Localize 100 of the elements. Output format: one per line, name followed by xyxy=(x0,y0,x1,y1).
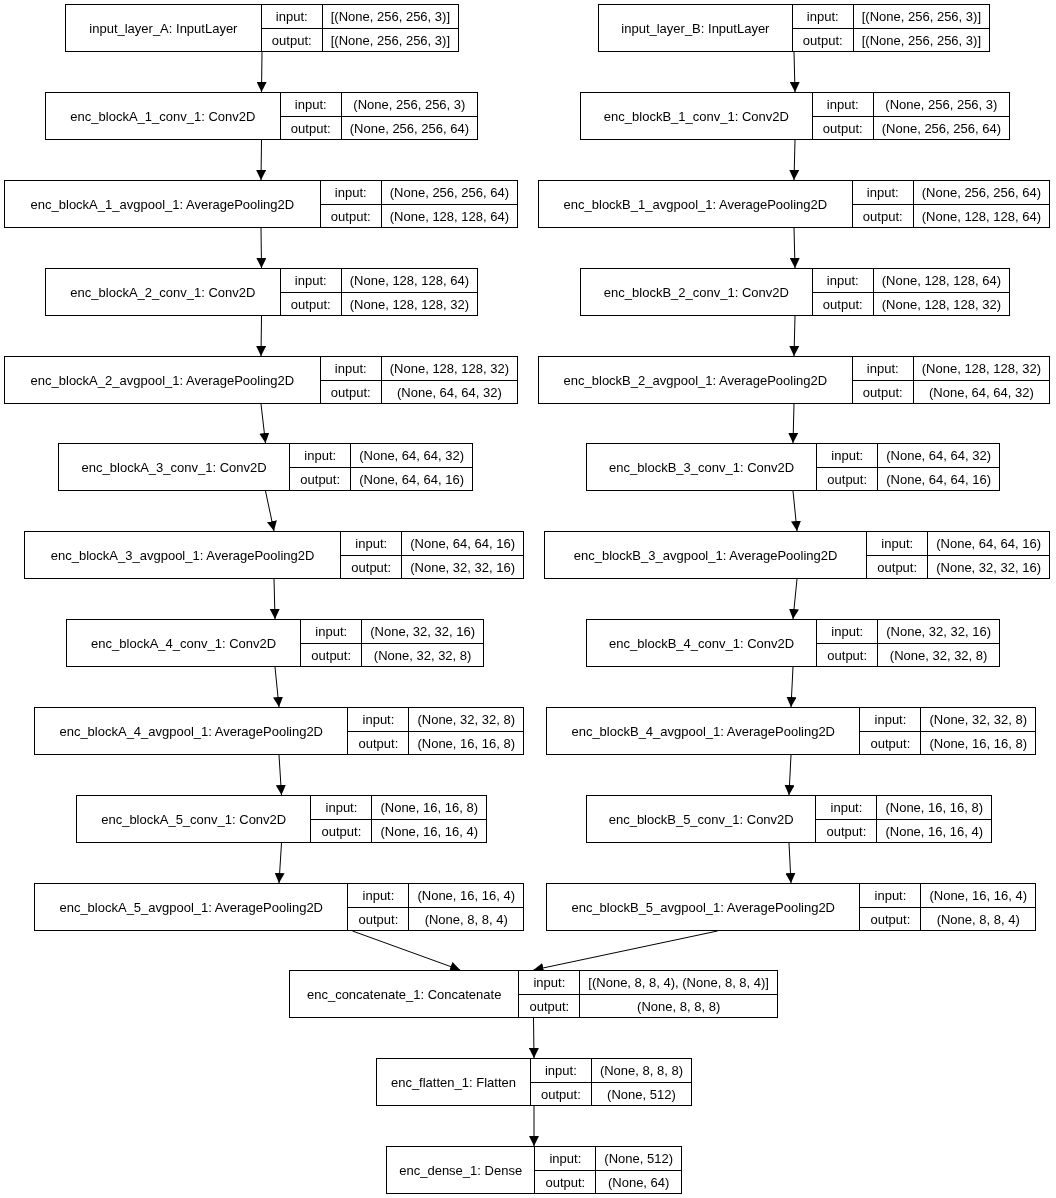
layer-name: enc_dense_1: Dense xyxy=(398,1161,524,1180)
layer-name: enc_blockB_3_avgpool_1: AveragePooling2D xyxy=(572,546,839,565)
layer-box xyxy=(598,4,990,52)
layer-box xyxy=(546,707,1036,755)
port-label: input: xyxy=(534,1147,596,1170)
port-label: output: xyxy=(811,116,873,139)
shape-value: (None, 32, 32, 16) xyxy=(361,620,483,643)
layer-name: enc_flatten_1: Flatten xyxy=(389,1073,517,1092)
layer-name: enc_concatenate_1: Concatenate xyxy=(305,985,503,1004)
port-label: output: xyxy=(319,380,381,403)
port-label: output: xyxy=(347,907,409,930)
port-label: input: xyxy=(815,796,877,819)
shape-value: (None, 8, 8, 4) xyxy=(920,907,1035,930)
shape-value: (None, 128, 128, 32) xyxy=(340,292,477,315)
layer-name: enc_blockA_2_conv_1: Conv2D xyxy=(69,283,257,302)
port-label: output: xyxy=(815,819,877,842)
port-label: input: xyxy=(300,620,362,643)
shape-value: (None, 128, 128, 64) xyxy=(912,204,1049,227)
shape-value: (None, 256, 256, 64) xyxy=(340,116,477,139)
port-label: input: xyxy=(279,269,341,292)
layer-name: input_layer_B: InputLayer xyxy=(620,19,771,38)
layer-box xyxy=(34,883,524,931)
arrow xyxy=(528,1017,539,1059)
layer-name: input_layer_A: InputLayer xyxy=(88,19,239,38)
shape-value: (None, 16, 16, 8) xyxy=(371,796,486,819)
layer-box xyxy=(546,883,1036,931)
layer-box xyxy=(376,1058,692,1106)
arrow xyxy=(784,754,795,796)
layer-box xyxy=(586,443,1000,491)
port-label: output: xyxy=(279,116,341,139)
port-label: output: xyxy=(529,1082,591,1105)
layer-box xyxy=(45,268,478,316)
port-label: output: xyxy=(866,555,928,578)
shape-value: (None, 512) xyxy=(595,1147,681,1170)
layer-box xyxy=(4,180,518,228)
layer-box xyxy=(580,268,1010,316)
shape-value: (None, 128, 128, 32) xyxy=(872,292,1009,315)
port-label: output: xyxy=(340,555,402,578)
port-label: output: xyxy=(816,643,878,666)
layer-box xyxy=(76,795,487,843)
arrow xyxy=(791,490,801,532)
layer-name: enc_blockA_1_conv_1: Conv2D xyxy=(69,107,257,126)
shape-value: (None, 256, 256, 64) xyxy=(872,116,1009,139)
shape-value: (None, 16, 16, 8) xyxy=(920,731,1035,754)
port-label: output: xyxy=(859,731,921,754)
port-label: output: xyxy=(811,292,873,315)
port-label: output: xyxy=(310,819,372,842)
layer-name: enc_blockA_5_conv_1: Conv2D xyxy=(100,810,288,829)
port-label: input: xyxy=(260,5,322,28)
shape-value: (None, 16, 16, 4) xyxy=(371,819,486,842)
layer-name: enc_blockB_3_conv_1: Conv2D xyxy=(608,458,796,477)
shape-value: (None, 512) xyxy=(590,1082,691,1105)
port-label: input: xyxy=(319,357,381,380)
layer-box xyxy=(538,180,1050,228)
arrow xyxy=(265,490,277,532)
port-label: output: xyxy=(851,204,913,227)
shape-value: (None, 64, 64, 32) xyxy=(380,380,517,403)
shape-value: (None, 8, 8, 8) xyxy=(590,1059,691,1082)
shape-value: (None, 16, 16, 4) xyxy=(408,884,523,907)
shape-value: (None, 8, 8, 4) xyxy=(408,907,523,930)
layer-name: enc_blockB_1_conv_1: Conv2D xyxy=(602,107,790,126)
layer-name: enc_blockB_2_conv_1: Conv2D xyxy=(602,283,790,302)
shape-value: (None, 256, 256, 3) xyxy=(340,93,477,116)
arrow xyxy=(788,403,799,444)
port-label: output: xyxy=(319,204,381,227)
port-label: input: xyxy=(851,357,913,380)
arrow xyxy=(352,930,461,972)
port-label: input: xyxy=(866,532,928,555)
port-label: input: xyxy=(851,181,913,204)
shape-value: (None, 64, 64, 16) xyxy=(401,532,523,555)
port-label: input: xyxy=(816,444,878,467)
shape-value: (None, 128, 128, 32) xyxy=(912,357,1049,380)
port-label: output: xyxy=(260,28,322,51)
arrow xyxy=(256,227,267,269)
arrow xyxy=(269,578,280,620)
arrow xyxy=(274,842,285,884)
arrow xyxy=(256,51,267,93)
arrow xyxy=(785,842,796,884)
shape-value: [(None, 8, 8, 4), (None, 8, 8, 4)] xyxy=(579,971,777,994)
shape-value: (None, 16, 16, 4) xyxy=(876,819,991,842)
shape-value: (None, 256, 256, 3) xyxy=(872,93,1009,116)
shape-value: (None, 32, 32, 8) xyxy=(408,708,523,731)
shape-value: (None, 32, 32, 16) xyxy=(401,555,523,578)
layer-name: enc_blockA_5_avgpool_1: AveragePooling2D xyxy=(58,898,324,917)
shape-value: (None, 256, 256, 64) xyxy=(912,181,1049,204)
shape-value: (None, 32, 32, 16) xyxy=(877,620,999,643)
arrow xyxy=(275,754,286,796)
arrow xyxy=(789,315,800,357)
port-label: input: xyxy=(811,93,873,116)
arrow xyxy=(256,139,267,181)
layer-box xyxy=(538,356,1050,404)
port-label: output: xyxy=(851,380,913,403)
layer-box xyxy=(24,531,524,579)
layer-name: enc_blockB_4_conv_1: Conv2D xyxy=(608,634,796,653)
port-label: output: xyxy=(300,643,362,666)
layer-name: enc_blockA_4_avgpool_1: AveragePooling2D xyxy=(58,722,324,741)
shape-value: (None, 64, 64, 16) xyxy=(877,467,999,490)
port-label: input: xyxy=(859,884,921,907)
layer-name: enc_blockB_5_avgpool_1: AveragePooling2D xyxy=(570,898,836,917)
shape-value: (None, 32, 32, 16) xyxy=(927,555,1049,578)
